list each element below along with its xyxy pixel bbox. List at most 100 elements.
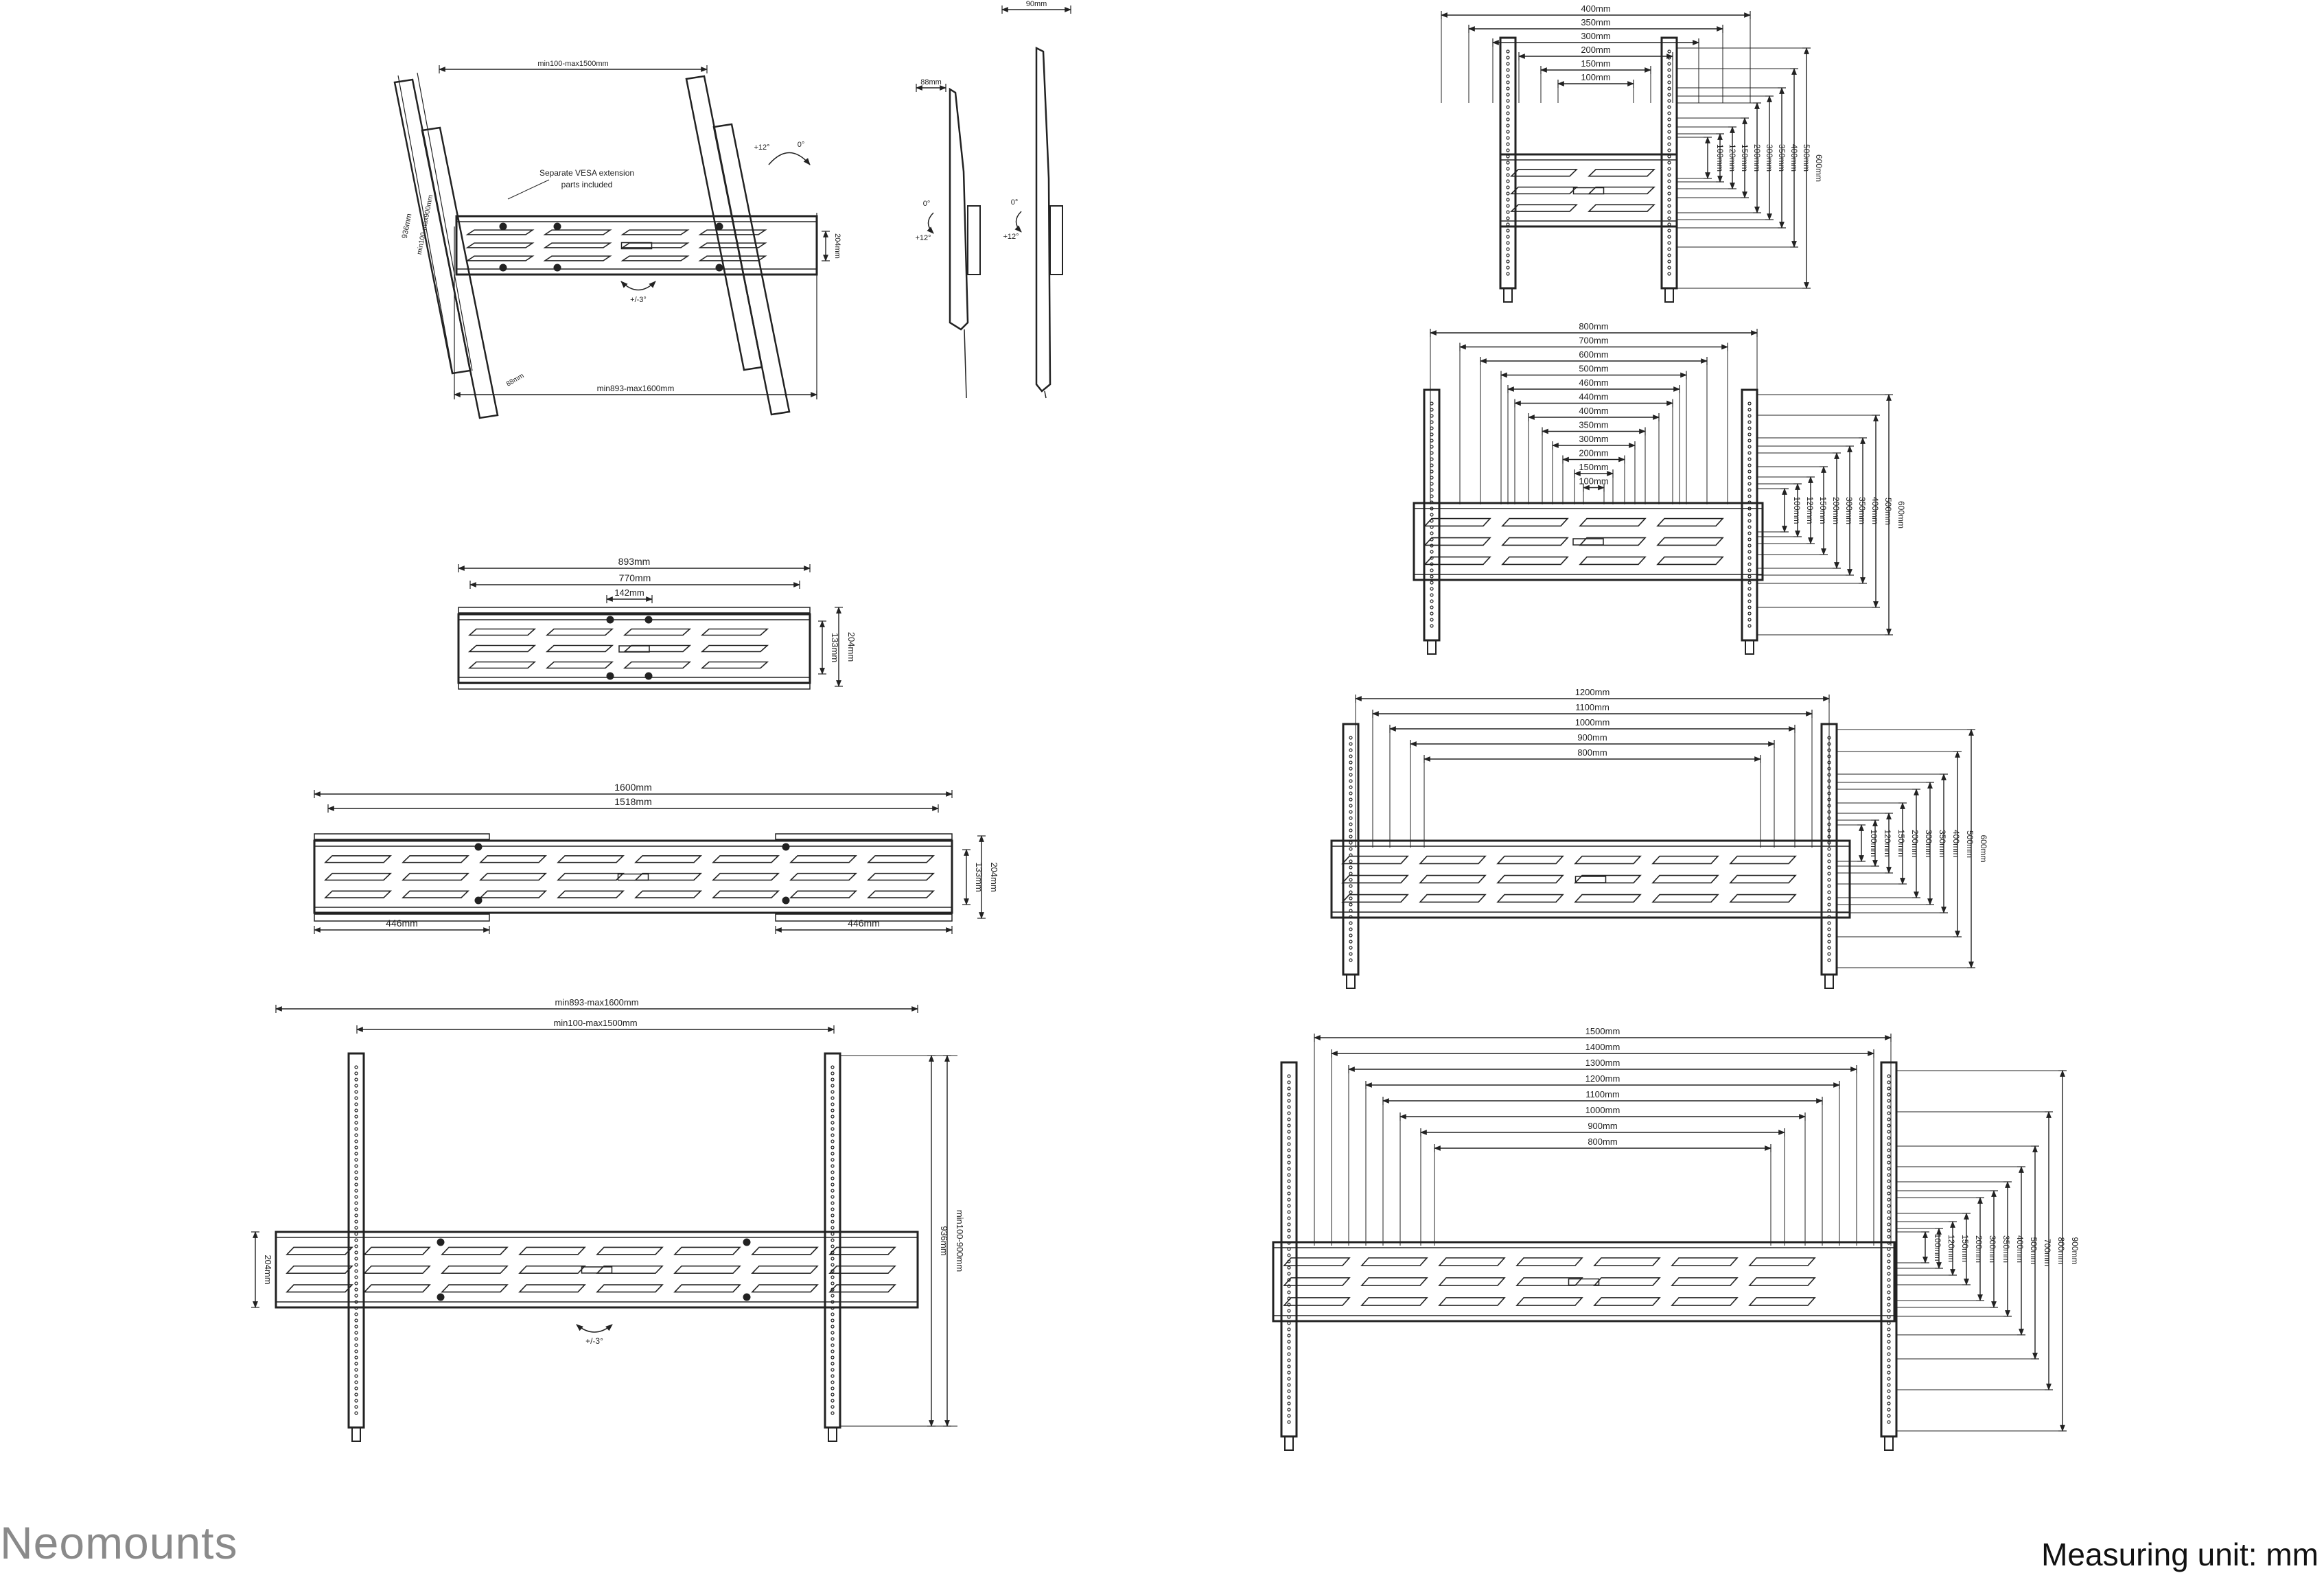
arm-hole <box>1349 835 1353 839</box>
bar-slot <box>698 242 767 248</box>
arm-hole <box>354 1244 358 1248</box>
depth-label: 204mm <box>833 233 841 259</box>
bolt <box>782 843 790 851</box>
perspective-mounting-bar <box>455 215 818 276</box>
arm-hole <box>1747 556 1752 560</box>
swivel-label: +/-3° <box>630 296 647 304</box>
arm-hole <box>1667 154 1671 159</box>
arm-hole <box>1887 1340 1891 1344</box>
arm-hole <box>1747 432 1752 436</box>
arm-hole <box>354 1337 358 1341</box>
arm-hole <box>1430 482 1434 486</box>
bar-slot <box>545 628 614 636</box>
arm-hole <box>1349 754 1353 758</box>
bolt <box>553 264 561 272</box>
arm-hole <box>354 1084 358 1088</box>
bar-slot <box>1671 1297 1739 1306</box>
arm-hole <box>1667 148 1671 152</box>
arm-hole <box>1887 1204 1891 1208</box>
arm-hole <box>1887 1228 1891 1233</box>
arm-hole <box>1827 952 1831 956</box>
arm-hole <box>1747 463 1752 467</box>
arm-hole <box>830 1207 835 1211</box>
arm-hole <box>354 1133 358 1137</box>
vesa-width-label: 400mm <box>1581 3 1610 14</box>
arm-hole <box>1506 62 1510 66</box>
arm-hole <box>1349 797 1353 802</box>
arm-hole <box>1827 767 1831 771</box>
tilt-arrow <box>927 212 934 234</box>
bar-slot <box>1579 517 1647 527</box>
arm-hole <box>1287 1420 1291 1424</box>
arm-hole <box>1287 1093 1291 1097</box>
arm-hole <box>1287 1278 1291 1282</box>
vesa-width-label: 900mm <box>1588 1121 1617 1131</box>
arm-hole <box>830 1108 835 1112</box>
side-bracket-b <box>1049 205 1063 275</box>
arm-hole <box>1287 1173 1291 1177</box>
brand-plate <box>620 242 653 250</box>
bar-slot <box>1510 186 1578 195</box>
arm-hole <box>1430 611 1434 616</box>
bar-slot <box>700 628 769 636</box>
arm-hole <box>354 1182 358 1187</box>
arm-hole <box>354 1312 358 1316</box>
arm-hole <box>1667 222 1671 226</box>
tilt-arrow <box>1014 211 1022 233</box>
bar-extension-rail <box>775 833 953 840</box>
bar-slot <box>467 661 537 669</box>
arm-hole <box>1887 1253 1891 1257</box>
bolt <box>782 896 790 905</box>
arm-hole <box>1287 1383 1291 1387</box>
arm-hole <box>1667 247 1671 251</box>
arm-hole <box>354 1195 358 1199</box>
arm-hole <box>830 1201 835 1205</box>
bar-slot <box>1496 894 1564 903</box>
bar-slot <box>1515 1257 1583 1266</box>
vesa-height-label: 200mm <box>1974 1235 1984 1263</box>
arm-hole <box>1287 1074 1291 1078</box>
arm-hole <box>1827 773 1831 777</box>
bar-slot <box>1579 537 1647 546</box>
arm-hole <box>1287 1389 1291 1393</box>
vesa-width-label: 150mm <box>1579 462 1608 472</box>
arm-hole <box>1887 1259 1891 1263</box>
arm-hole <box>830 1182 835 1187</box>
arm-hole <box>1887 1191 1891 1196</box>
bar-slot <box>1424 517 1491 527</box>
bar-slot <box>1501 556 1569 566</box>
arm-hole <box>830 1349 835 1353</box>
arm-hole <box>1887 1167 1891 1171</box>
vesa-width-label: 1400mm <box>1585 1042 1620 1052</box>
vesa-height-label: 350mm <box>1777 144 1787 172</box>
bar-slot <box>1419 894 1487 903</box>
arm-hole <box>1430 624 1434 628</box>
vesa-width-label: 460mm <box>1579 377 1608 388</box>
arm-hole <box>1827 748 1831 752</box>
arm-hole <box>1506 105 1510 109</box>
arm-hole <box>354 1213 358 1217</box>
arm-hole <box>1430 531 1434 535</box>
arm-hole <box>830 1139 835 1143</box>
arm-hole <box>830 1102 835 1106</box>
arm-hole <box>1887 1383 1891 1387</box>
bar-slot <box>465 229 535 235</box>
arm-hole <box>354 1121 358 1125</box>
arm-hole <box>1430 426 1434 430</box>
arm-hole <box>1430 463 1434 467</box>
arm-hole <box>1667 93 1671 97</box>
vesa-width-label: 350mm <box>1579 420 1608 430</box>
arm-hole <box>830 1071 835 1075</box>
bolt <box>743 1293 751 1301</box>
bar-slot <box>543 229 612 235</box>
arm-hole <box>1287 1161 1291 1165</box>
bolt <box>437 1293 445 1301</box>
arm-hole <box>1887 1272 1891 1276</box>
arm-hole <box>1506 266 1510 270</box>
safety-lock <box>828 1427 837 1442</box>
arm-hole <box>1287 1105 1291 1109</box>
arm-hole <box>830 1318 835 1323</box>
arm-hole <box>1887 1130 1891 1134</box>
bar-slot <box>1671 1277 1739 1286</box>
arm-hole <box>1430 519 1434 523</box>
